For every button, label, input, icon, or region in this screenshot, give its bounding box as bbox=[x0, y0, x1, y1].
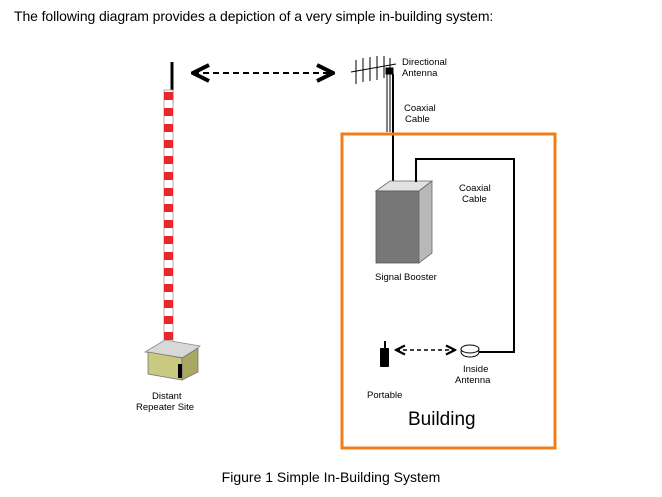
repeater-site-label: Distant Repeater Site bbox=[136, 391, 194, 413]
intro-text: The following diagram provides a depicti… bbox=[14, 8, 494, 24]
signal-booster-icon bbox=[374, 180, 434, 264]
tower-stripe bbox=[164, 268, 173, 276]
coaxial-cable-down bbox=[386, 74, 394, 182]
building-label: Building bbox=[408, 409, 476, 430]
tower-stripes bbox=[164, 92, 173, 340]
repeater-tower bbox=[163, 62, 174, 351]
tower-stripe bbox=[164, 172, 173, 180]
tower-stripe bbox=[164, 252, 173, 260]
figure-caption: Figure 1 Simple In-Building System bbox=[221, 469, 441, 485]
tower-stripe bbox=[164, 284, 173, 292]
directional-antenna-icon bbox=[350, 56, 397, 84]
tower-stripe bbox=[164, 140, 173, 148]
tower-stripe bbox=[164, 300, 173, 308]
tower-stripe bbox=[164, 204, 173, 212]
tower-stripe bbox=[164, 92, 173, 100]
portable-label: Portable bbox=[367, 390, 402, 401]
coaxial-cable-inside bbox=[415, 158, 515, 353]
tower-stripe bbox=[164, 108, 173, 116]
tower-stripe bbox=[164, 156, 173, 164]
tower-stripe bbox=[164, 124, 173, 132]
coaxial-cable-outside-label: Coaxial Cable bbox=[404, 103, 438, 125]
inside-antenna-icon bbox=[460, 344, 480, 358]
signal-booster-label: Signal Booster bbox=[375, 272, 437, 283]
tower-stripe bbox=[164, 220, 173, 228]
tower-stripe bbox=[164, 332, 173, 340]
inside-antenna-label: Inside Antenna bbox=[455, 364, 491, 386]
repeater-house bbox=[143, 339, 201, 381]
directional-antenna-label: Directional Antenna bbox=[402, 57, 450, 79]
tower-stripe bbox=[164, 316, 173, 324]
portable-radio-icon bbox=[380, 341, 389, 367]
tower-stripe bbox=[164, 236, 173, 244]
coaxial-cable-inside-label: Coaxial Cable bbox=[459, 183, 493, 205]
building-outline bbox=[340, 132, 557, 450]
tower-stripe bbox=[164, 188, 173, 196]
